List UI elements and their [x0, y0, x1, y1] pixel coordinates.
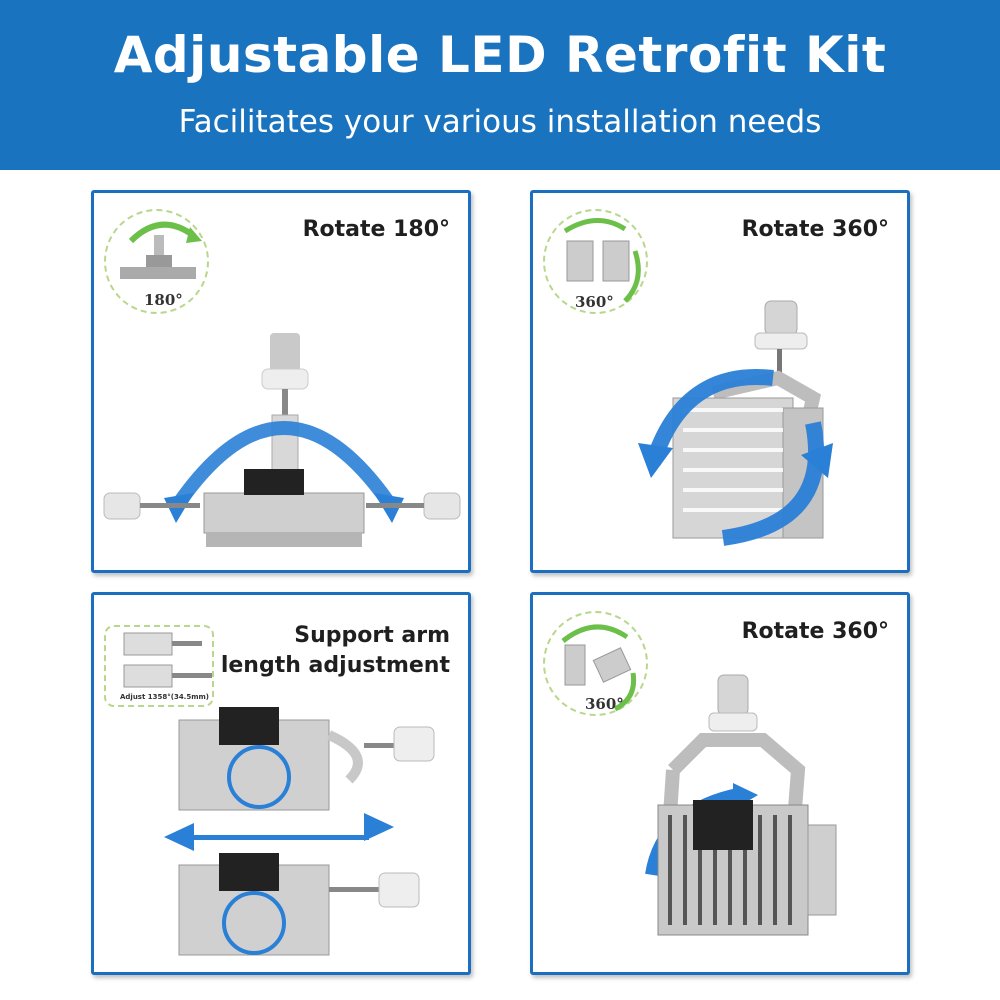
led-fixture-heatsink-illustration: [645, 674, 837, 936]
inset-angle-label: 360°: [575, 293, 614, 311]
arm-adjust-icon: [123, 632, 212, 688]
panel-caption: Rotate 180°: [302, 217, 450, 242]
led-fixture-180-illustration: [103, 333, 461, 547]
panel-rotate-180: Rotate 180° 180°: [91, 190, 471, 573]
rotation-arc-icon: [563, 218, 641, 303]
panel-caption: Rotate 360°: [741, 619, 889, 644]
arm-length-illustration: [164, 707, 435, 956]
led-fixture-360-illustration: [638, 300, 833, 546]
rotation-arc-icon: [561, 624, 637, 712]
arm-adjust-diagram-inset: Adjust 1358°(34.5mm): [104, 625, 214, 707]
rotation-diagram-inset: 180°: [104, 209, 209, 314]
rotation-diagram-inset: 360°: [543, 611, 648, 716]
page-subtitle: Facilitates your various installation ne…: [178, 104, 822, 140]
caption-line-1: Support arm: [294, 623, 450, 648]
inset-angle-label: 180°: [144, 291, 183, 309]
panel-support-arm: Support arm length adjustment Adjust 135…: [91, 592, 471, 975]
rotation-arc-icon: [120, 221, 202, 279]
caption-line-2: length adjustment: [220, 653, 450, 678]
panel-caption: Support arm length adjustment: [221, 621, 450, 681]
inset-adjust-label: Adjust 1358°(34.5mm): [120, 693, 210, 701]
panel-rotate-360-a: Rotate 360° 360°: [530, 190, 910, 573]
rotation-diagram-inset: 360°: [543, 209, 648, 314]
header-banner: Adjustable LED Retrofit Kit Facilitates …: [0, 0, 1000, 170]
panel-caption: Rotate 360°: [741, 217, 889, 242]
panel-rotate-360-b: Rotate 360° 360°: [530, 592, 910, 975]
inset-angle-label: 360°: [585, 695, 624, 713]
page-title: Adjustable LED Retrofit Kit: [113, 26, 887, 84]
